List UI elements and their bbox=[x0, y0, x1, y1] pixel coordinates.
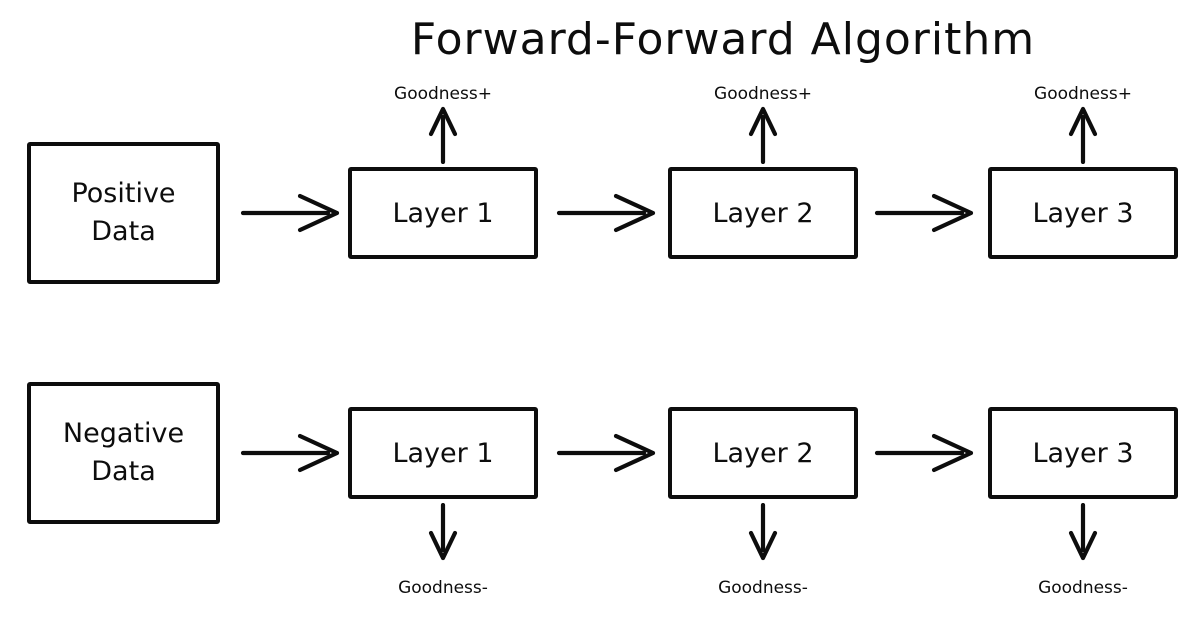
negative-layer2-label: Layer 2 bbox=[712, 437, 814, 469]
goodness-minus-arrow-layer3-icon bbox=[1068, 503, 1098, 561]
arrow-negative-layer1-to-layer2 bbox=[556, 433, 656, 473]
positive-data-box: Positive Data bbox=[27, 142, 220, 284]
arrow-positive-layer1-to-layer2 bbox=[556, 193, 656, 233]
positive-layer1-label: Layer 1 bbox=[392, 197, 494, 229]
goodness-plus-arrow-layer3-icon bbox=[1068, 106, 1098, 164]
positive-data-label: Positive Data bbox=[71, 178, 176, 247]
positive-layer3-box: Layer 3 bbox=[988, 167, 1178, 259]
positive-layer3-label: Layer 3 bbox=[1032, 197, 1134, 229]
negative-data-label: Negative Data bbox=[62, 418, 185, 487]
positive-layer2-box: Layer 2 bbox=[668, 167, 858, 259]
goodness-plus-arrow-layer2-icon bbox=[748, 106, 778, 164]
diagram-title: Forward-Forward Algorithm bbox=[410, 14, 1036, 65]
goodness-plus-label-layer2: Goodness+ bbox=[714, 84, 812, 104]
positive-layer1-box: Layer 1 bbox=[348, 167, 538, 259]
negative-layer1-box: Layer 1 bbox=[348, 407, 538, 499]
negative-layer3-box: Layer 3 bbox=[988, 407, 1178, 499]
goodness-minus-label-layer1: Goodness- bbox=[398, 578, 488, 598]
positive-layer2-label: Layer 2 bbox=[712, 197, 814, 229]
arrow-negative-data-to-layer1 bbox=[240, 433, 340, 473]
arrow-negative-layer2-to-layer3 bbox=[874, 433, 974, 473]
goodness-plus-label-layer3: Goodness+ bbox=[1034, 84, 1132, 104]
negative-layer1-label: Layer 1 bbox=[392, 437, 494, 469]
negative-layer2-box: Layer 2 bbox=[668, 407, 858, 499]
goodness-plus-arrow-layer1-icon bbox=[428, 106, 458, 164]
goodness-plus-label-layer1: Goodness+ bbox=[394, 84, 492, 104]
goodness-minus-label-layer2: Goodness- bbox=[718, 578, 808, 598]
arrow-positive-data-to-layer1 bbox=[240, 193, 340, 233]
negative-layer3-label: Layer 3 bbox=[1032, 437, 1134, 469]
goodness-minus-label-layer3: Goodness- bbox=[1038, 578, 1128, 598]
negative-data-box: Negative Data bbox=[27, 382, 220, 524]
goodness-minus-arrow-layer2-icon bbox=[748, 503, 778, 561]
goodness-minus-arrow-layer1-icon bbox=[428, 503, 458, 561]
arrow-positive-layer2-to-layer3 bbox=[874, 193, 974, 233]
